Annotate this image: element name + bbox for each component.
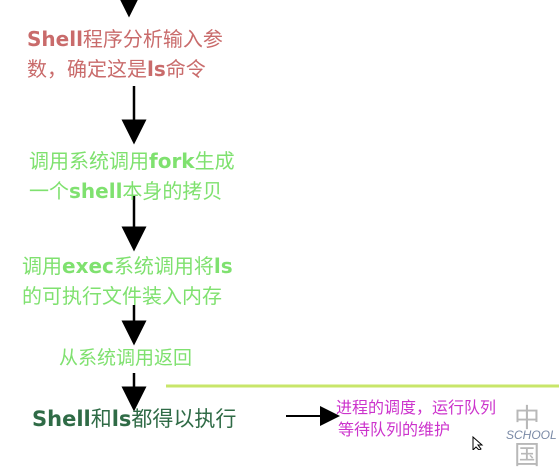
step-fork: 调用系统调用fork生成 一个shell本身的拷贝 bbox=[29, 149, 235, 203]
step-exec: 调用exec系统调用将ls 的可执行文件装入内存 bbox=[22, 254, 233, 308]
side-note: 进程的调度，运行队列 等待队列的维护 bbox=[336, 397, 496, 441]
logo-text: SCHOOL bbox=[506, 428, 557, 442]
side-note-line2: 等待队列的维护 bbox=[338, 420, 451, 439]
flow-arrows bbox=[116, 0, 559, 450]
step-execute: Shell和ls都得以执行 bbox=[32, 407, 237, 431]
step-return: 从系统调用返回 bbox=[59, 347, 193, 369]
step-shell-parse: Shell程序分析输入参 数，确定这是ls命令 bbox=[27, 27, 223, 81]
school-logo: 中国 SCHOOL bbox=[470, 396, 559, 471]
side-note-line1: 进程的调度，运行队列 bbox=[336, 398, 497, 417]
